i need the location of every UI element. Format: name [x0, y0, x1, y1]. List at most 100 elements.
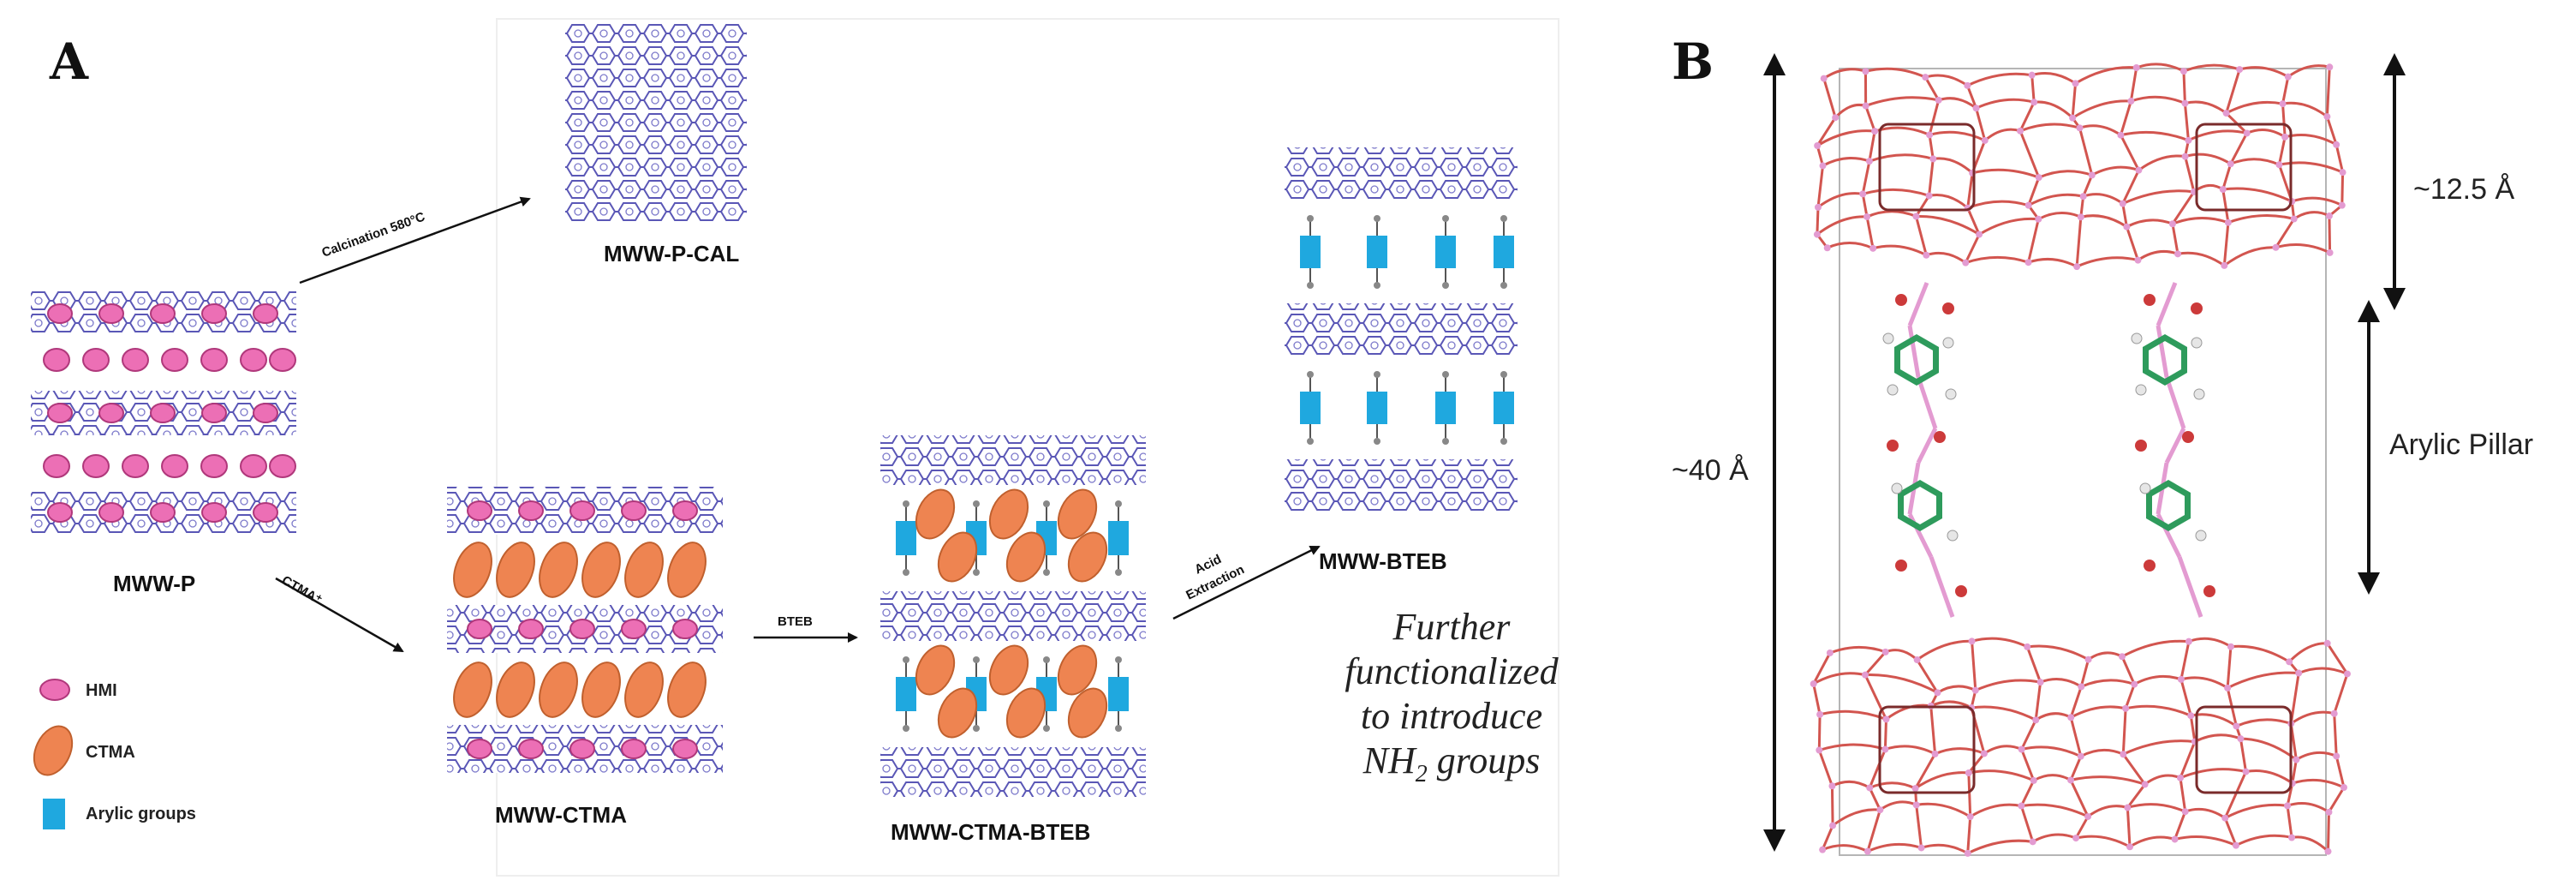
- framework-atom: [2131, 680, 2138, 688]
- framework-bond: [2225, 69, 2241, 114]
- framework-bond: [2027, 193, 2084, 207]
- hydrogen-atom: [2195, 530, 2207, 542]
- framework-layer: [1285, 459, 1518, 512]
- framework-atom: [2340, 784, 2347, 792]
- framework-atom: [2032, 716, 2040, 724]
- framework-bond: [1822, 844, 1869, 853]
- framework-bond: [1971, 168, 2040, 179]
- linker-bond: [1907, 325, 1921, 378]
- framework-bond: [1831, 780, 1870, 789]
- framework-bond: [2287, 64, 2330, 78]
- hydrogen-atom: [1891, 482, 1903, 494]
- framework-atom: [2119, 653, 2126, 661]
- framework-bond: [2027, 644, 2090, 662]
- framework-bond: [1884, 745, 1936, 756]
- framework-bond: [2223, 770, 2247, 819]
- framework-bond: [2035, 712, 2072, 721]
- mww-ctma-structure: [447, 487, 723, 773]
- framework-bond: [1868, 787, 1881, 811]
- hmi-molecule: [253, 303, 278, 324]
- framework-bond: [2284, 134, 2337, 147]
- acid-extraction-arrow: [1172, 545, 1321, 620]
- si-atom: [903, 725, 909, 732]
- framework-bond: [1971, 637, 2028, 649]
- framework-atom: [2168, 220, 2176, 228]
- framework-bond: [2291, 196, 2343, 207]
- framework-bond: [2080, 748, 2124, 758]
- framework-atom: [1881, 648, 1889, 656]
- framework-atom: [1862, 102, 1869, 110]
- framework-bond: [2027, 219, 2040, 263]
- framework-bond: [1975, 679, 2041, 692]
- framework-atom: [2243, 129, 2251, 137]
- framework-bond: [2137, 249, 2179, 261]
- framework-atom: [2221, 814, 2229, 822]
- arylic-group: [1435, 236, 1456, 268]
- framework-atom: [1816, 746, 1823, 754]
- hmi-molecule: [200, 348, 228, 372]
- hmi-group: [43, 303, 296, 523]
- framework-atom: [2288, 834, 2296, 841]
- framework-layer: [880, 591, 1146, 641]
- framework-bond: [2031, 72, 2077, 85]
- framework-bond: [1817, 749, 1834, 787]
- panel-b-letter: B: [1672, 33, 1714, 91]
- framework-bond: [1921, 843, 1969, 855]
- framework-bond: [1925, 251, 1967, 264]
- framework-atom: [2017, 127, 2024, 135]
- framework-atom: [1862, 671, 1869, 679]
- framework-atom: [2036, 679, 2044, 686]
- hmi-molecule: [82, 348, 110, 372]
- framework-bond: [1928, 99, 1941, 135]
- ctma-molecule: [937, 687, 978, 739]
- hmi-molecule: [150, 502, 176, 523]
- framework-bond: [1864, 105, 1876, 132]
- framework-atom: [1816, 710, 1824, 718]
- si-atom: [1043, 500, 1050, 507]
- legend-arylic-label: Arylic groups: [86, 805, 196, 823]
- ctma-group: [453, 542, 707, 718]
- framework-bond: [2333, 673, 2349, 715]
- framework-bond: [2028, 257, 2078, 268]
- framework-atom: [2224, 684, 2232, 691]
- zeolite-layer-bottom: [1810, 637, 2351, 857]
- framework-atom: [2272, 243, 2280, 251]
- framework-bond: [1969, 803, 2022, 818]
- hmi-molecule: [47, 502, 73, 523]
- framework-atom: [2030, 776, 2037, 784]
- framework-bond: [2082, 174, 2094, 197]
- framework-bond: [1864, 673, 1939, 694]
- si-atom: [1115, 500, 1122, 507]
- hmi-molecule: [672, 500, 698, 521]
- framework-bond: [1978, 217, 2039, 236]
- framework-bond: [2030, 75, 2036, 103]
- hydrogen-atom: [1887, 384, 1899, 396]
- framework-atom: [2281, 133, 2289, 141]
- framework-atom: [1925, 192, 1933, 200]
- framework-bond: [2121, 639, 2190, 658]
- framework-bond: [2179, 768, 2246, 780]
- si-atom: [1442, 438, 1449, 445]
- framework-bond: [1863, 674, 1887, 721]
- hmi-molecule: [269, 454, 296, 478]
- framework-atom: [1929, 155, 1937, 163]
- framework-atom: [1962, 259, 1970, 266]
- framework-bond: [2144, 774, 2181, 786]
- framework-atom: [1859, 190, 1867, 198]
- hmi-molecule: [672, 619, 698, 639]
- mww-p-label: MWW-P: [113, 571, 195, 596]
- framework-bond: [2087, 651, 2123, 661]
- hmi-molecule: [467, 619, 492, 639]
- ctma-arrow: [275, 577, 404, 653]
- framework-bond: [1924, 74, 1969, 87]
- framework-atom: [2024, 643, 2031, 650]
- si-atom: [973, 569, 980, 576]
- framework-bond: [2279, 161, 2344, 174]
- hmi-molecule: [569, 500, 595, 521]
- framework-bond: [1929, 194, 1969, 209]
- oxygen-atom: [2191, 302, 2203, 314]
- framework-bond: [1975, 107, 1987, 141]
- framework-bond: [2239, 66, 2289, 78]
- framework-bond: [2340, 172, 2345, 206]
- si-atom: [973, 656, 980, 663]
